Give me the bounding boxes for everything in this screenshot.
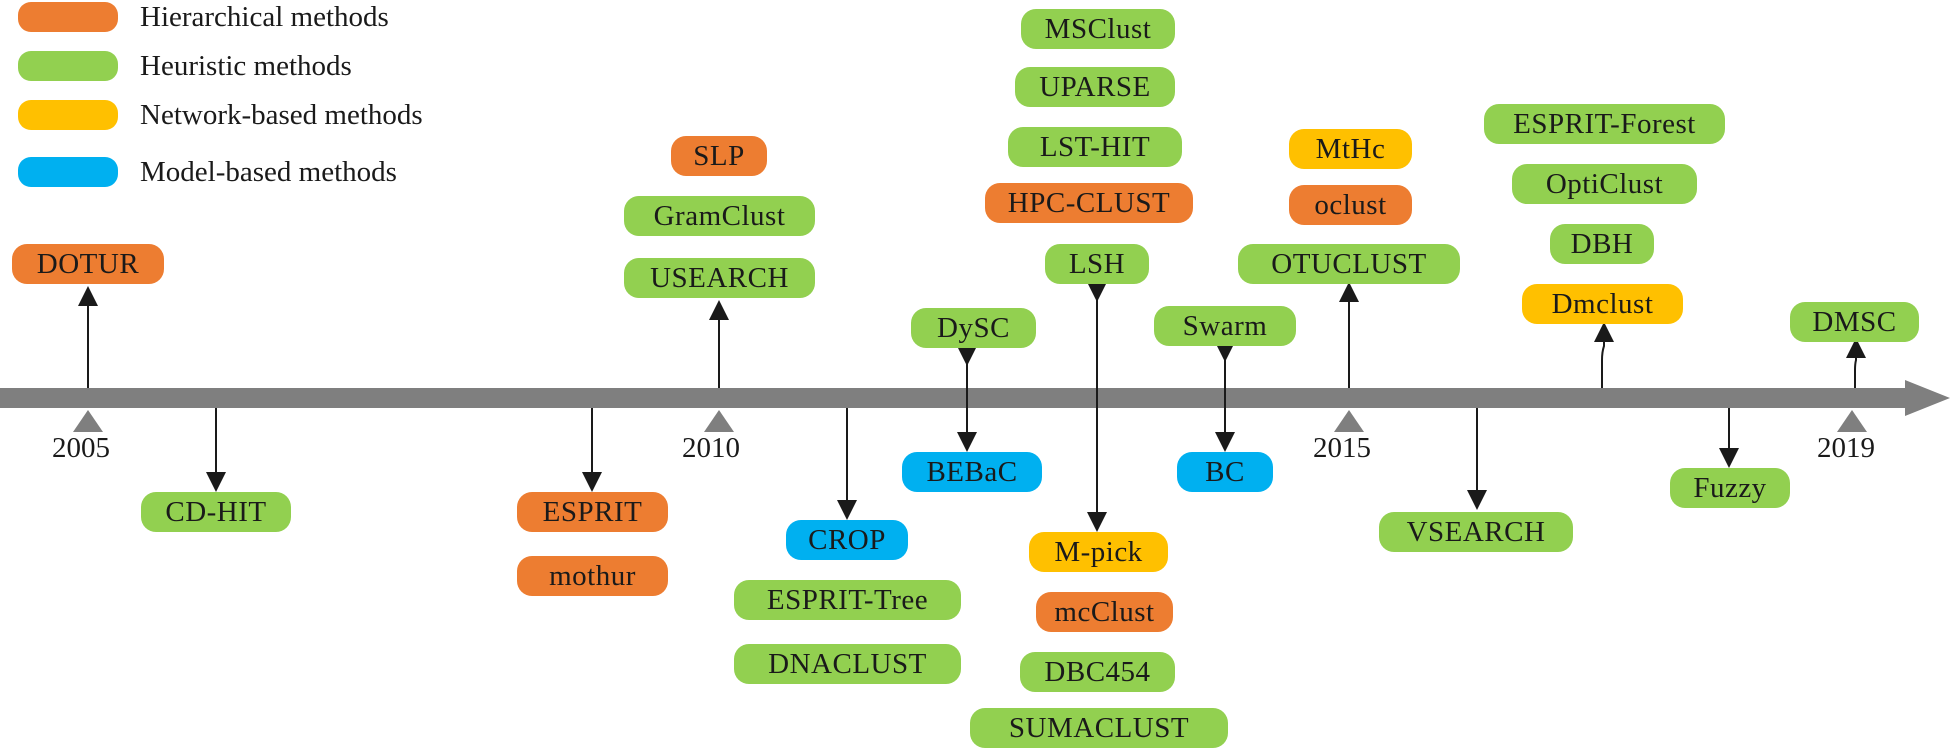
method-swarm: Swarm xyxy=(1154,306,1296,346)
legend-label-hierarchical: Hierarchical methods xyxy=(140,1,389,33)
method-slp: SLP xyxy=(671,136,767,176)
legend-swatch-model xyxy=(18,157,118,187)
method-oclust: oclust xyxy=(1289,185,1412,225)
method-esprittree: ESPRIT-Tree xyxy=(734,580,961,620)
legend-label-heuristic: Heuristic methods xyxy=(140,50,352,82)
method-crop: CROP xyxy=(786,520,908,560)
method-fuzzy: Fuzzy xyxy=(1670,468,1790,508)
method-sumaclust: SUMACLUST xyxy=(970,708,1228,748)
method-dbc454: DBC454 xyxy=(1020,652,1175,692)
method-usearch: USEARCH xyxy=(624,258,815,298)
year-label-2019: 2019 xyxy=(1817,432,1875,464)
method-bc: BC xyxy=(1177,452,1273,492)
legend-swatch-hierarchical xyxy=(18,2,118,32)
method-lsthit: LST-HIT xyxy=(1008,127,1182,167)
method-uparse: UPARSE xyxy=(1015,67,1175,107)
legend-label-model: Model-based methods xyxy=(140,156,397,188)
method-dmclust: Dmclust xyxy=(1522,284,1683,324)
year-tick-2019 xyxy=(1837,410,1867,432)
method-vsearch: VSEARCH xyxy=(1379,512,1573,552)
method-cdhit: CD-HIT xyxy=(141,492,291,532)
connector-dmsc xyxy=(1846,338,1866,388)
method-otuclust: OTUCLUST xyxy=(1238,244,1460,284)
year-label-2005: 2005 xyxy=(52,432,110,464)
method-esprit: ESPRIT xyxy=(517,492,668,532)
method-dnaclust: DNACLUST xyxy=(734,644,961,684)
method-dbh: DBH xyxy=(1550,224,1654,264)
method-dmsc: DMSC xyxy=(1790,302,1919,342)
year-label-2015: 2015 xyxy=(1313,432,1371,464)
method-dotur: DOTUR xyxy=(12,244,164,284)
method-dysc: DySC xyxy=(911,308,1036,348)
connector-dmclust xyxy=(1594,322,1614,388)
method-hpcclust: HPC-CLUST xyxy=(985,183,1193,223)
timeline-axis-arrowhead xyxy=(1905,380,1950,416)
legend-swatch-network xyxy=(18,100,118,130)
year-tick-2010 xyxy=(704,410,734,432)
legend-swatch-heuristic xyxy=(18,51,118,81)
year-tick-2005 xyxy=(73,410,103,432)
method-mothur: mothur xyxy=(517,556,668,596)
method-mpick: M-pick xyxy=(1029,532,1168,572)
method-espritforest: ESPRIT-Forest xyxy=(1484,104,1725,144)
method-gramclust: GramClust xyxy=(624,196,815,236)
method-mcclust: mcClust xyxy=(1036,592,1173,632)
year-tick-2015 xyxy=(1334,410,1364,432)
year-label-2010: 2010 xyxy=(682,432,740,464)
method-msclust: MSClust xyxy=(1021,9,1175,49)
legend-label-network: Network-based methods xyxy=(140,99,423,131)
method-opticlust: OptiClust xyxy=(1512,164,1697,204)
method-mthc: MtHc xyxy=(1289,129,1412,169)
method-lsh: LSH xyxy=(1045,244,1149,284)
method-bebac: BEBaC xyxy=(902,452,1042,492)
